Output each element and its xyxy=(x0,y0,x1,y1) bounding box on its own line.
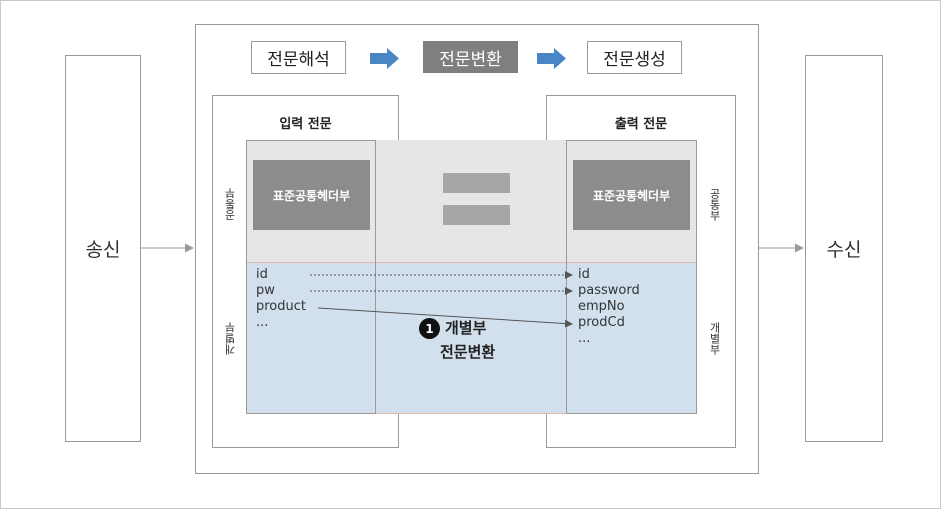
input-message-outline xyxy=(246,140,376,414)
step-arrow-icon xyxy=(370,48,399,69)
equals-bar-top xyxy=(443,173,510,193)
output-field: id xyxy=(578,267,590,282)
step-arrow-icon xyxy=(537,48,566,69)
sender-label: 송신 xyxy=(85,239,121,261)
mapping-arrow-product xyxy=(317,307,573,328)
sender-box: 송신 xyxy=(65,55,141,442)
individual-area xyxy=(246,262,697,414)
output-field: prodCd xyxy=(578,315,625,330)
input-field: product xyxy=(256,299,307,314)
equals-bar-bottom xyxy=(443,205,510,225)
input-field: id xyxy=(256,267,268,282)
input-panel-title: 입력 전문 xyxy=(279,117,332,132)
receiver-box: 수신 xyxy=(805,55,883,442)
individual-conversion-title: 개별부 xyxy=(445,319,487,337)
output-field: password xyxy=(578,283,640,298)
receiver-label: 수신 xyxy=(826,239,862,261)
input-field: ... xyxy=(256,315,269,330)
step-parse: 전문해석 xyxy=(251,41,346,74)
step-generate: 전문생성 xyxy=(587,41,682,74)
output-field: ... xyxy=(578,331,591,346)
input-field: pw xyxy=(256,283,275,298)
individual-conversion-subtitle: 전문변환 xyxy=(440,343,496,361)
step-convert: 전문변환 xyxy=(423,41,518,73)
output-panel-title: 출력 전문 xyxy=(614,117,668,132)
output-common-header: 표준공통헤더부 xyxy=(573,160,690,230)
output-individual-label: 개별부 xyxy=(708,322,721,355)
input-common-header: 표준공통헤더부 xyxy=(253,160,370,230)
output-field: empNo xyxy=(578,299,625,314)
output-common-label: 공통부 xyxy=(708,188,721,221)
step-number-badge: 1 xyxy=(419,318,440,339)
